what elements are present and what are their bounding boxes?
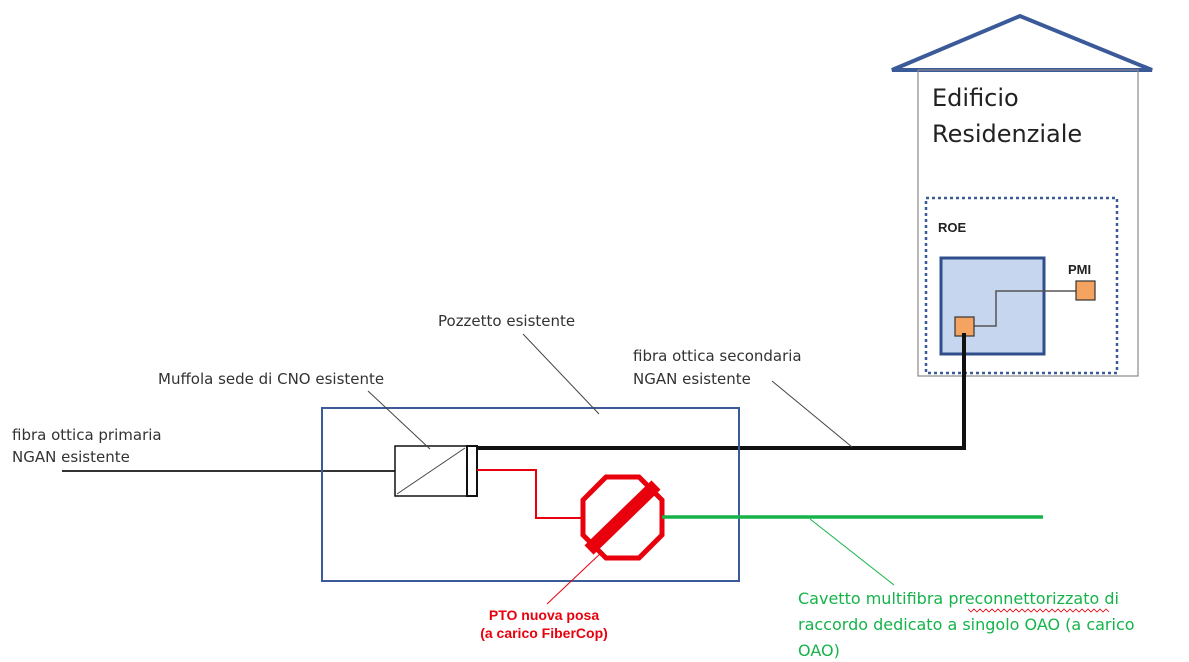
pmi-label: PMI — [1068, 262, 1091, 277]
building-title-line2: Residenziale — [932, 120, 1082, 148]
pto-label-2: (a carico FiberCop) — [480, 625, 608, 641]
green-cable-label-1b: preconnettorizzato — [948, 589, 1099, 608]
building-title-line1: Edificio — [932, 84, 1019, 112]
building-roof — [891, 13, 1153, 72]
pmi-connector — [1075, 280, 1096, 301]
muffola-leader — [367, 390, 431, 450]
secondary-fiber-label-1: fibra ottica secondaria — [633, 347, 802, 365]
pozzetto-box — [321, 407, 740, 582]
muffola-splice — [394, 445, 478, 497]
roe-label: ROE — [938, 220, 967, 235]
roe-box — [939, 256, 1046, 356]
primary-fiber-label-1: fibra ottica primaria — [12, 426, 162, 444]
green-cable-label-3: OAO) — [798, 641, 840, 660]
green-cable-label-2: raccordo dedicato a singolo OAO (a caric… — [798, 615, 1135, 634]
building: Edificio Residenziale ROE PMI — [891, 13, 1153, 377]
pozzetto-leader — [522, 333, 600, 415]
spellcheck-squiggle — [967, 608, 1110, 613]
secondary-fiber-line — [477, 333, 966, 450]
primary-fiber-label-2: NGAN esistente — [12, 448, 130, 466]
muffola-label: Muffola sede di CNO esistente — [158, 370, 384, 388]
pto-octagon-icon — [580, 474, 665, 561]
roe-internal-fiber — [964, 290, 1085, 327]
green-cable-label-1: Cavetto multifibra preconnettorizzato di — [798, 589, 1119, 608]
secondary-leader — [771, 380, 853, 448]
secondary-fiber-label-2: NGAN esistente — [633, 370, 751, 388]
green-cable-label-1c: di — [1099, 589, 1119, 608]
building-body — [917, 69, 1139, 377]
green-cable-label-1a: Cavetto multifibra — [798, 589, 948, 608]
pto-label-1: PTO nuova posa — [489, 607, 599, 623]
pto-leader — [546, 551, 603, 605]
pozzetto-label: Pozzetto esistente — [438, 312, 575, 330]
roe-dotted-area — [924, 196, 1119, 375]
green-cable-leader — [809, 518, 895, 586]
red-fiber-link — [477, 469, 583, 519]
